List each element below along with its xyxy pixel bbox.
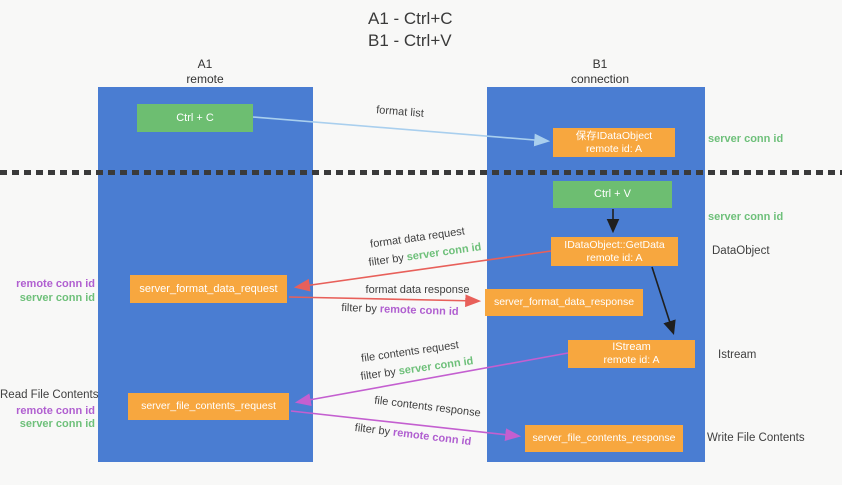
server-file-contents-request-label: server_file_contents_request (141, 400, 276, 412)
server-format-data-request-node: server_format_data_request (130, 275, 287, 303)
title-line-2: B1 - Ctrl+V (368, 31, 452, 50)
istream-side-label: Istream (718, 349, 757, 361)
lifeline-a1-role: remote (186, 72, 224, 86)
arrow-format-list (252, 116, 551, 147)
server-conn-id-side-label: server conn id (19, 291, 95, 304)
lifeline-header-a1: A1 remote (140, 57, 270, 87)
server-format-data-request-label: server_format_data_request (139, 282, 278, 295)
conn-id-side-labels-file: Read File Contents remote conn id server… (0, 389, 99, 432)
remote-conn-id-side-label: remote conn id (16, 404, 95, 417)
server-file-contents-response-label: server_file_contents_response (532, 432, 676, 444)
title-line-1: A1 - Ctrl+C (368, 9, 453, 28)
machine-boundary-dotted-line (0, 170, 842, 175)
server-conn-id-side-label-top: server conn id (708, 133, 784, 145)
read-file-contents-side-label: Read File Contents (0, 389, 99, 401)
ctrl-c-label: Ctrl + C (176, 111, 214, 124)
arrow-file-contents-response (290, 410, 522, 441)
lifeline-b1-name: B1 (592, 57, 608, 71)
lifeline-header-b1: B1 connection (535, 57, 665, 87)
server-format-data-response-label: server_format_data_response (493, 296, 635, 308)
server-conn-id-side-label-mid: server conn id (708, 211, 784, 223)
ctrl-v-node: Ctrl + V (553, 181, 672, 208)
lifeline-a1-name: A1 (197, 57, 213, 71)
dataobject-side-label: DataObject (712, 245, 770, 257)
filter-by-text: filter by (341, 301, 378, 316)
lifeline-b1-role: connection (570, 72, 630, 86)
arrow-format-data-response (288, 294, 482, 308)
remote-conn-id-side-label: remote conn id (16, 278, 95, 290)
server-conn-id-side-label: server conn id (19, 418, 95, 430)
ctrl-v-label: Ctrl + V (594, 188, 631, 200)
arrow-format-data-request (293, 250, 552, 292)
diagram-title: A1 - Ctrl+C B1 - Ctrl+V (368, 8, 453, 52)
format-data-response-label: format data response (365, 284, 470, 296)
ctrl-c-node: Ctrl + C (137, 104, 253, 132)
save-idataobject-title: 保存IDataObject (575, 129, 653, 142)
idataobject-getdata-node: IDataObject::GetData remote id: A (551, 237, 678, 266)
istream-title: IStream (612, 341, 651, 353)
istream-remote-id: remote id: A (603, 354, 660, 366)
server-format-data-response-node: server_format_data_response (485, 289, 643, 316)
save-idataobject-remote-id: remote id: A (585, 142, 643, 155)
conn-id-side-labels-format: remote conn id server conn id (0, 278, 95, 305)
server-file-contents-request-node: server_file_contents_request (128, 393, 289, 420)
server-file-contents-response-node: server_file_contents_response (525, 425, 683, 452)
arrow-getdata-to-istream (651, 266, 676, 336)
save-idataobject-node: 保存IDataObject remote id: A (553, 128, 675, 157)
getdata-title: IDataObject::GetData (564, 238, 665, 251)
getdata-remote-id: remote id: A (586, 251, 643, 264)
arrow-file-contents-request (294, 352, 569, 407)
write-file-contents-side-label: Write File Contents (707, 432, 805, 444)
istream-node: IStream remote id: A (568, 340, 695, 368)
